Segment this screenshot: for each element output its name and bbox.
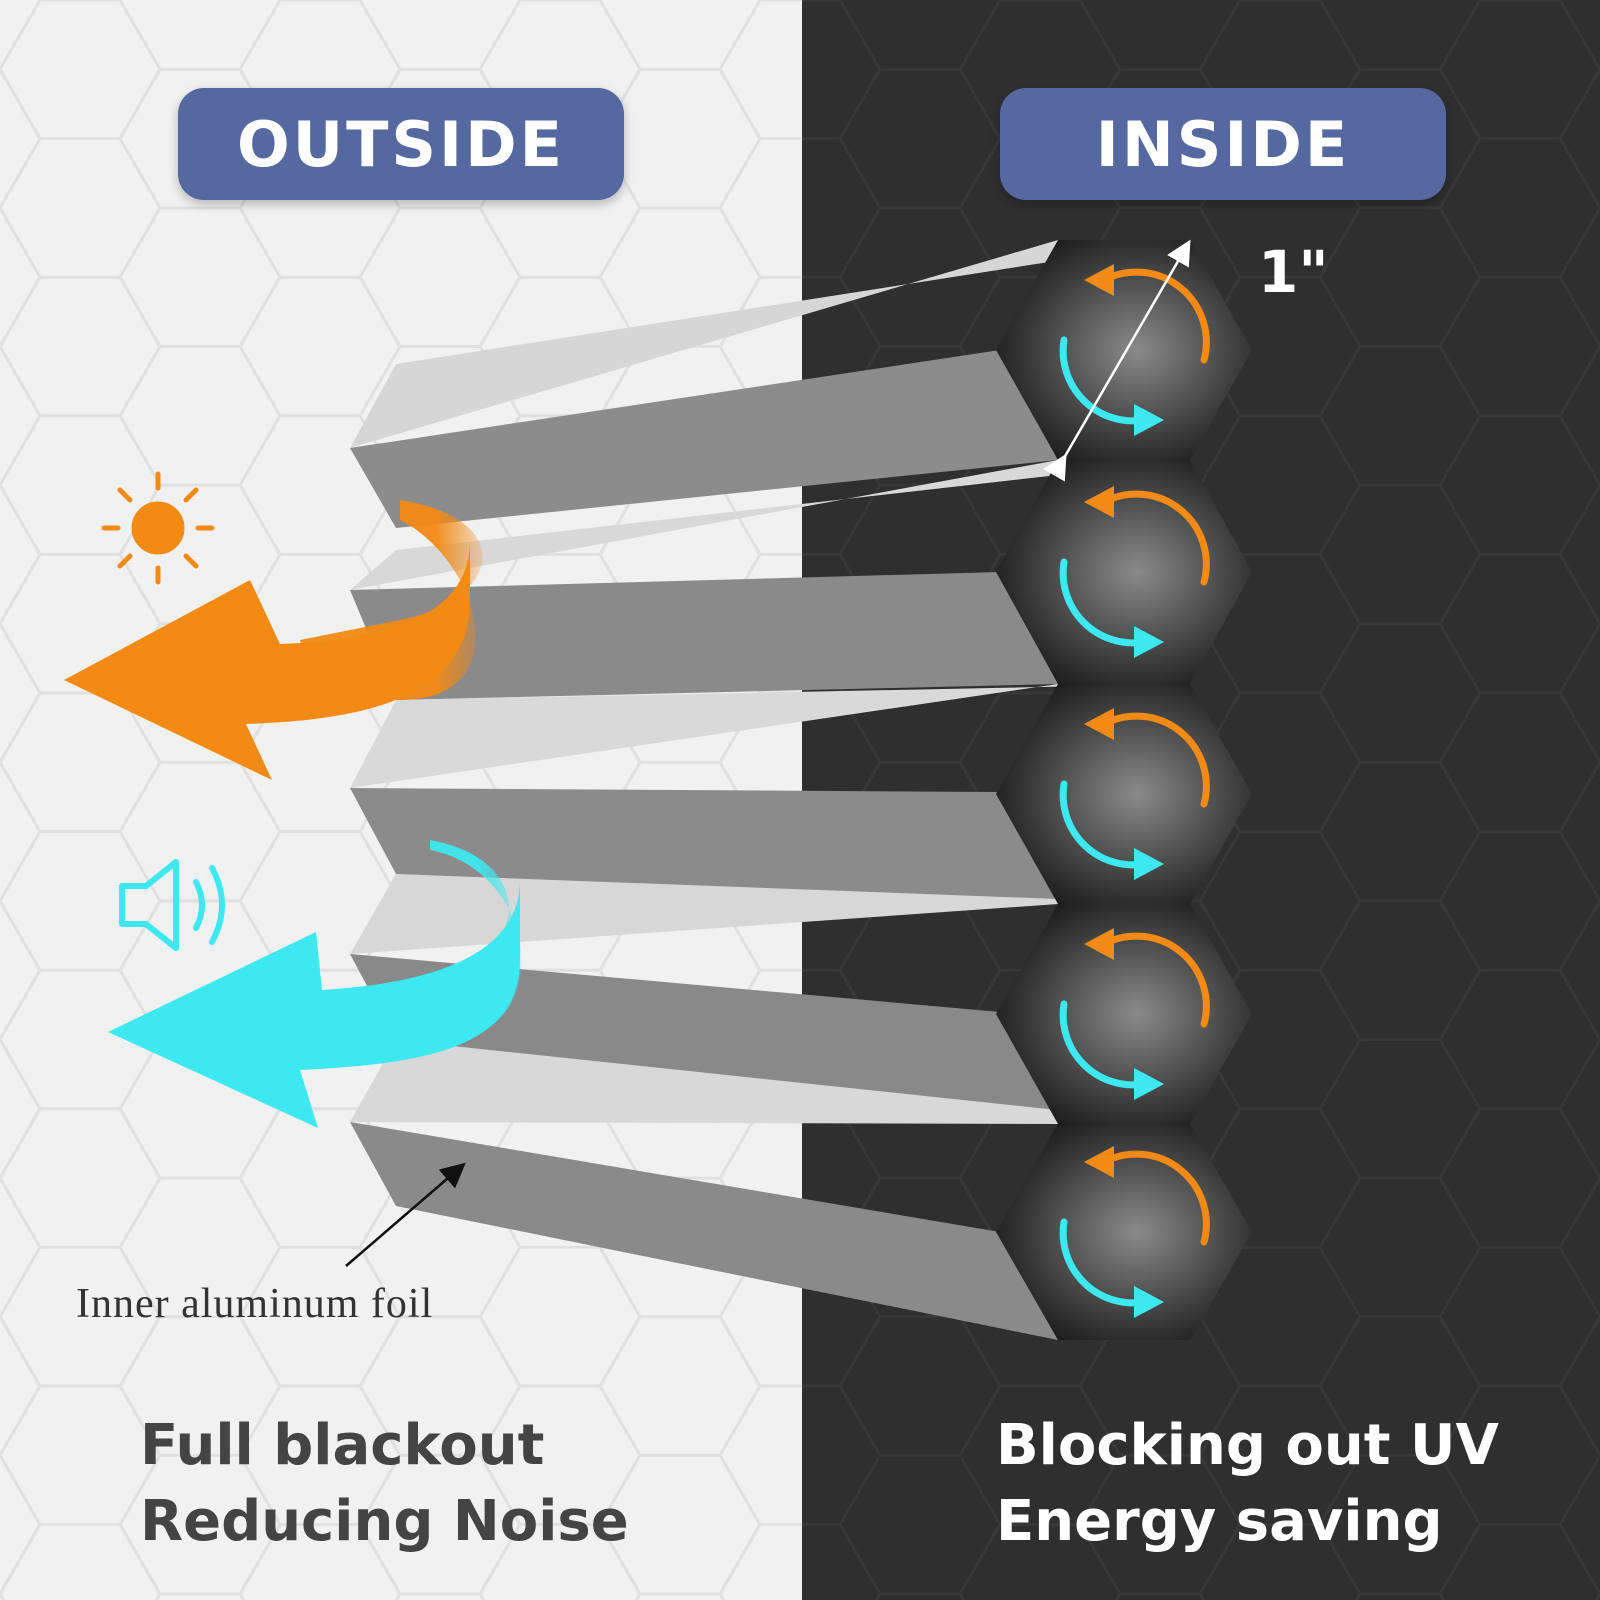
inside-caption: Blocking out UV Energy saving [996,1408,1499,1560]
foil-label: Inner aluminum foil [76,1281,434,1327]
outside-caption: Full blackout Reducing Noise [140,1408,629,1560]
caption-line: Reducing Noise [140,1489,629,1554]
outside-label: OUTSIDE [237,107,565,181]
sound-deflect-arrow [108,840,522,1128]
heat-deflect-arrow [64,500,483,780]
dimension-label: 1" [1258,238,1329,306]
inside-label: INSIDE [1095,107,1351,181]
caption-line: Energy saving [996,1489,1443,1554]
caption-line: Blocking out UV [996,1413,1499,1478]
foil-pointer [345,1162,466,1267]
caption-line: Full blackout [140,1413,545,1478]
sun-icon [101,471,215,585]
inside-badge: INSIDE [1000,88,1446,200]
speaker-icon [119,859,225,951]
dimension-arrow [1043,239,1191,482]
outside-badge: OUTSIDE [178,88,624,200]
